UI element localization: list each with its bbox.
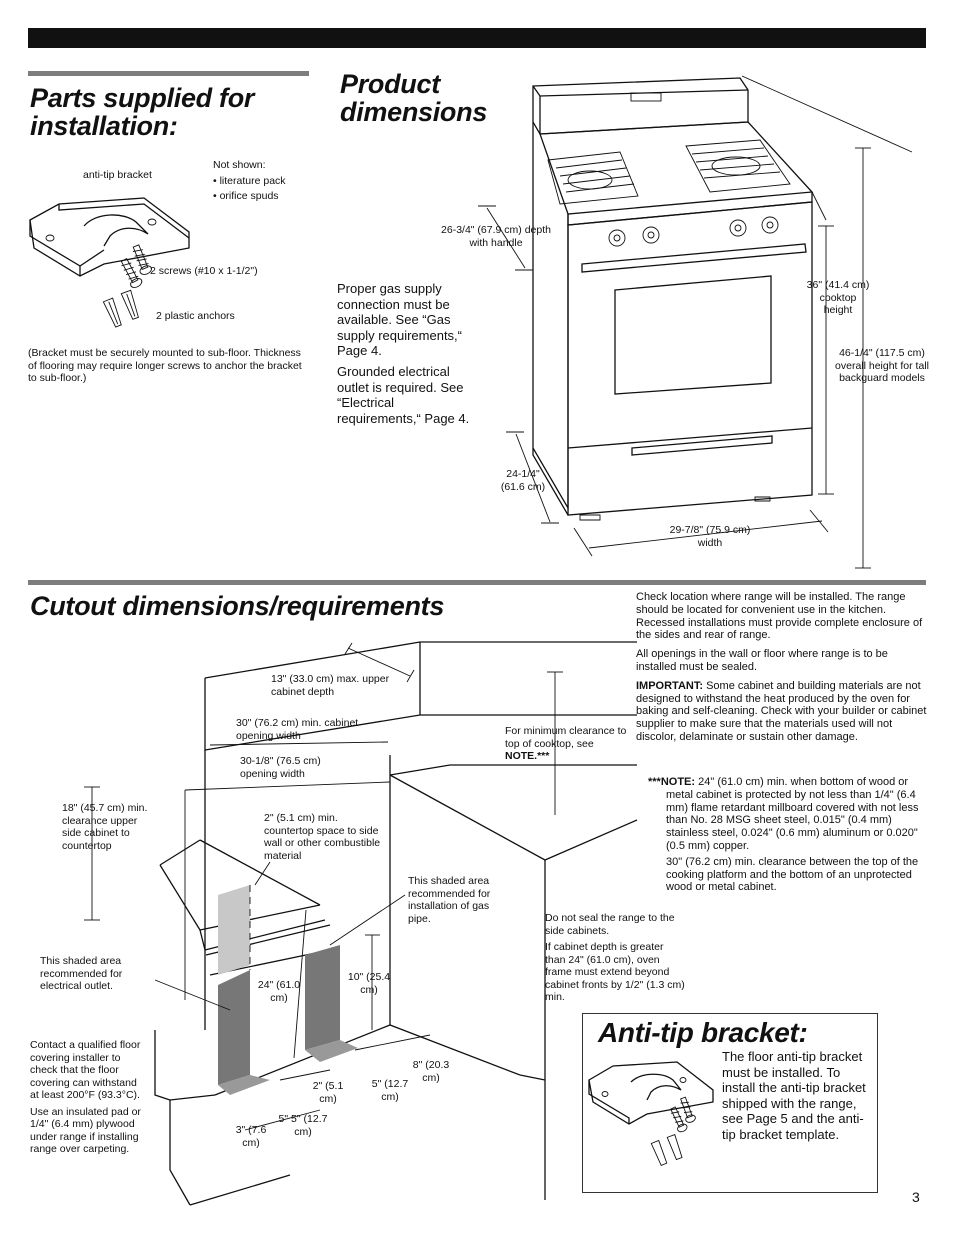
not-shown-list: Not shown: • literature pack • orifice s… bbox=[213, 159, 323, 203]
note-label: ***NOTE: bbox=[648, 776, 696, 788]
page-number: 3 bbox=[912, 1189, 920, 1205]
seal-note: Do not seal the range to the side cabine… bbox=[545, 912, 685, 1004]
dim-5b-label: 5" 5" (12.7 cm) bbox=[278, 1113, 328, 1138]
anti-tip-bracket-illustration bbox=[29, 197, 190, 328]
location-notes: Check location where range will be insta… bbox=[636, 591, 928, 744]
openings-paragraph: All openings in the wall or floor where … bbox=[636, 648, 888, 673]
seal-note-1: Do not seal the range to the side cabine… bbox=[545, 912, 675, 937]
not-shown-title: Not shown: bbox=[213, 159, 266, 171]
not-shown-item: • orifice spuds bbox=[213, 190, 279, 202]
opening-width-label: 30-1/8" (76.5 cm) opening width bbox=[240, 755, 321, 780]
parts-title-line2: installation: bbox=[30, 111, 178, 141]
note-text: 24" (61.0 cm) min. when bottom of wood o… bbox=[666, 776, 919, 852]
parts-title-line1: Parts supplied for bbox=[30, 83, 255, 113]
dim-8-label: 8" (20.3 cm) bbox=[412, 1059, 450, 1084]
anti-tip-bracket-small-illustration bbox=[588, 1061, 714, 1166]
range-illustration bbox=[478, 75, 913, 569]
parts-title: Parts supplied for installation: bbox=[30, 84, 310, 140]
bracket-note: (Bracket must be securely mounted to sub… bbox=[28, 347, 302, 384]
note-text-2: 30" (76.2 cm) min. clearance between the… bbox=[666, 855, 919, 894]
anti-tip-title: Anti-tip bracket: bbox=[598, 1017, 808, 1048]
dim-2-label: 2" (5.1 cm) bbox=[312, 1080, 344, 1105]
depth-handle-label: 26-3/4" (67.9 cm) depth with handle bbox=[441, 224, 551, 249]
section-rule bbox=[28, 71, 309, 76]
product-title-line2: dimensions bbox=[340, 97, 488, 127]
product-title-line1: Product bbox=[340, 69, 440, 99]
floor-note-1: Contact a qualified floor covering insta… bbox=[30, 1039, 141, 1101]
width-label: 29-7/8" (75.9 cm) width bbox=[669, 524, 751, 549]
anchors-label: 2 plastic anchors bbox=[156, 310, 235, 322]
upper-clearance-label: 18" (45.7 cm) min. clearance upper side … bbox=[62, 802, 148, 852]
not-shown-item: • literature pack bbox=[213, 174, 286, 187]
gas-supply-note: Proper gas supply connection must be ava… bbox=[337, 281, 462, 358]
floor-note-2: Use an insulated pad or 1/4" (6.4 mm) pl… bbox=[30, 1105, 141, 1156]
floor-note: Contact a qualified floor covering insta… bbox=[30, 1039, 145, 1156]
dim-24-label: 24" (61.0 cm) bbox=[257, 979, 301, 1004]
header-bar bbox=[28, 28, 926, 48]
cutout-title: Cutout dimensions/requirements bbox=[30, 591, 445, 621]
depth-label: 24-1/4" (61.6 cm) bbox=[500, 468, 546, 493]
gas-area-label: This shaded area recommended for install… bbox=[408, 875, 491, 925]
clearance-note: ***NOTE: 24" (61.0 cm) min. when bottom … bbox=[648, 776, 928, 894]
min-clearance-label: For minimum clearance to top of cooktop,… bbox=[505, 725, 635, 763]
min-clearance-text: For minimum clearance to top of cooktop,… bbox=[505, 725, 627, 750]
note-paragraph: ***NOTE: 24" (61.0 cm) min. when bottom … bbox=[648, 776, 928, 853]
cooktop-height-label: 36" (41.4 cm) cooktop height bbox=[806, 279, 870, 316]
electrical-note: Grounded electrical outlet is required. … bbox=[337, 364, 470, 426]
section-rule bbox=[28, 580, 926, 585]
countertop-space-label: 2" (5.1 cm) min. countertop space to sid… bbox=[264, 812, 381, 862]
min-clearance-note-ref: NOTE.*** bbox=[505, 750, 550, 762]
dim-3-label: 3" (7.6 cm) bbox=[235, 1124, 267, 1149]
upper-depth-label: 13" (33.0 cm) max. upper cabinet depth bbox=[271, 673, 390, 698]
cabinet-opening-label: 30" (76.2 cm) min. cabinet opening width bbox=[236, 717, 359, 742]
overall-height-label: 46-1/4" (117.5 cm) overall height for ta… bbox=[835, 347, 929, 384]
important-paragraph: IMPORTANT: Some cabinet and building mat… bbox=[636, 680, 928, 744]
important-label: IMPORTANT: bbox=[636, 679, 704, 692]
anti-tip-label: anti-tip bracket bbox=[83, 169, 152, 181]
anti-tip-box bbox=[582, 1013, 878, 1193]
electrical-area-label: This shaded area recommended for electri… bbox=[40, 955, 123, 992]
anti-tip-text: The floor anti-tip bracket must be insta… bbox=[722, 1049, 866, 1142]
product-title: Product dimensions bbox=[340, 70, 540, 126]
seal-note-2: If cabinet depth is greater than 24" (61… bbox=[545, 941, 685, 1003]
important-text: Some cabinet and building materials are … bbox=[636, 679, 927, 743]
screws-label: 2 screws (#10 x 1-1/2") bbox=[150, 265, 258, 277]
dim-5a-label: 5" (12.7 cm) bbox=[371, 1078, 409, 1103]
dim-10-label: 10" (25.4 cm) bbox=[347, 971, 391, 996]
location-paragraph: Check location where range will be insta… bbox=[636, 591, 923, 642]
